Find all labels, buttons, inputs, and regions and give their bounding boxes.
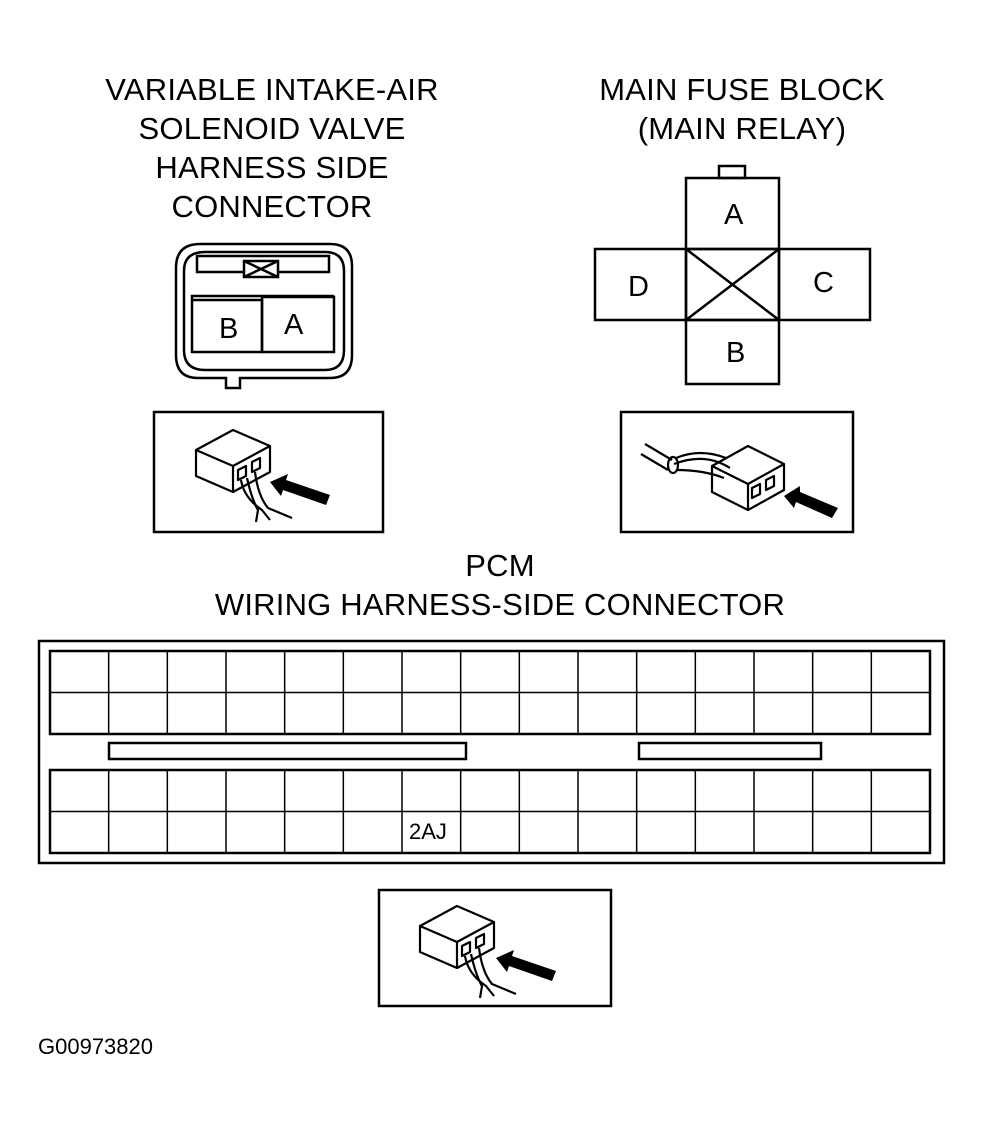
solenoid-pin-b: B	[219, 313, 238, 345]
pcm-terminal-grid-upper	[50, 651, 930, 734]
main-relay-face	[593, 164, 872, 386]
fuse-title-line-2: (MAIN RELAY)	[637, 111, 847, 146]
view-direction-arrow-icon	[270, 474, 330, 505]
figure-code: G00973820	[38, 1034, 153, 1059]
pcm-terminal-2aj: 2AJ	[409, 819, 447, 844]
pcm-terminal-grid-lower	[50, 770, 930, 853]
pcm-title-line-2: WIRING HARNESS-SIDE CONNECTOR	[214, 587, 786, 622]
solenoid-view-inset	[152, 410, 385, 534]
solenoid-connector-title: VARIABLE INTAKE-AIR SOLENOID VALVE HARNE…	[72, 70, 472, 226]
solenoid-pin-a: A	[284, 309, 304, 341]
connector-illustration-icon	[418, 904, 517, 999]
fuse-title-line-1: MAIN FUSE BLOCK	[599, 72, 885, 107]
pcm-view-inset	[377, 888, 613, 1008]
relay-pin-d: D	[628, 271, 649, 303]
view-direction-arrow-icon	[496, 950, 556, 981]
pcm-title-line-1: PCM	[465, 548, 535, 583]
solenoid-connector-face	[174, 242, 354, 390]
relay-pin-b: B	[726, 337, 745, 369]
solenoid-title-line-1: VARIABLE INTAKE-AIR	[105, 72, 439, 107]
pcm-connector-face	[37, 639, 946, 865]
relay-view-inset	[619, 410, 855, 534]
relay-pin-c: C	[813, 267, 834, 299]
solenoid-title-line-4: CONNECTOR	[171, 189, 373, 224]
solenoid-title-line-3: HARNESS SIDE	[155, 150, 389, 185]
view-direction-arrow-icon	[784, 486, 838, 518]
connector-illustration-icon	[194, 428, 293, 523]
main-fuse-block-title: MAIN FUSE BLOCK (MAIN RELAY)	[560, 70, 924, 148]
harness-connector-illustration-icon	[640, 443, 786, 512]
relay-pin-a: A	[724, 199, 744, 231]
solenoid-title-line-2: SOLENOID VALVE	[138, 111, 406, 146]
pcm-connector-title: PCM WIRING HARNESS-SIDE CONNECTOR	[150, 546, 850, 624]
